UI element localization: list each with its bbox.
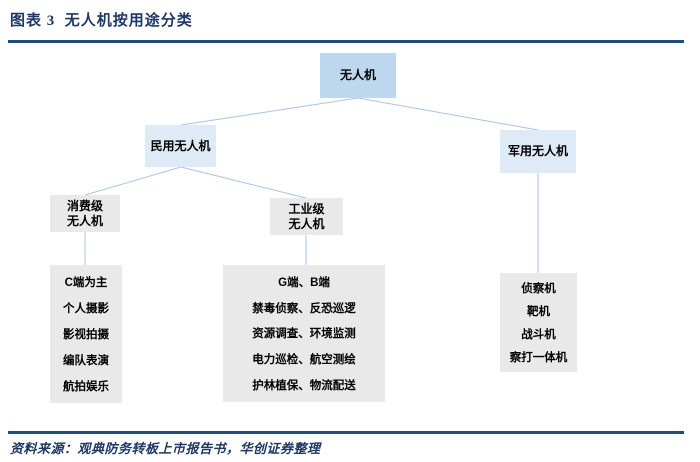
consumer-use-item: C端为主 <box>64 277 108 289</box>
node-industrial-uav-label-line2: 无人机 <box>288 216 325 231</box>
industrial-use-item: 护林植保、物流配送 <box>252 380 356 393</box>
consumer-use-item: 个人摄影 <box>63 303 109 315</box>
source-note: 资料来源：观典防务转板上市报告书，华创证券整理 <box>10 441 321 456</box>
node-industrial-uav-label-line1: 工业级 <box>288 201 325 216</box>
military-type-item: 侦察机 <box>521 283 556 296</box>
industrial-use-item: 电力巡检、航空测绘 <box>252 354 356 367</box>
industrial-use-item: 资源调查、环境监测 <box>252 328 356 341</box>
consumer-use-item: 编队表演 <box>63 355 109 367</box>
node-uav-root: 无人机 <box>320 53 396 98</box>
bottom-rule <box>8 431 684 434</box>
industrial-use-item: G端、B端 <box>278 276 330 289</box>
industrial-use-item: 禁毒侦察、反恐巡逻 <box>252 302 356 315</box>
node-civil-uav-label: 民用无人机 <box>150 138 211 153</box>
military-type-item: 察打一体机 <box>509 351 568 364</box>
node-military-uav-label: 军用无人机 <box>507 144 568 158</box>
industrial-uses-box: G端、B端 禁毒侦察、反恐巡逻 资源调查、环境监测 电力巡检、航空测绘 护林植保… <box>223 265 385 402</box>
military-type-item: 战斗机 <box>521 328 556 341</box>
top-rule <box>8 40 684 43</box>
node-military-uav: 军用无人机 <box>500 130 576 173</box>
node-uav-root-label: 无人机 <box>339 68 376 82</box>
military-types-box: 侦察机 靶机 战斗机 察打一体机 <box>500 273 577 372</box>
node-consumer-uav-label-line1: 消费级 <box>66 198 103 213</box>
figure-title: 图表 3 无人机按用途分类 <box>10 13 193 29</box>
node-civil-uav: 民用无人机 <box>145 125 216 167</box>
consumer-uses-box: C端为主 个人摄影 影视拍摄 编队表演 航拍娱乐 <box>50 265 122 403</box>
node-consumer-uav-label-line2: 无人机 <box>66 213 103 228</box>
consumer-use-item: 影视拍摄 <box>63 329 109 341</box>
consumer-use-item: 航拍娱乐 <box>63 381 109 393</box>
node-consumer-uav: 消费级 无人机 <box>50 195 120 232</box>
military-type-item: 靶机 <box>527 306 550 319</box>
node-industrial-uav: 工业级 无人机 <box>270 198 343 235</box>
